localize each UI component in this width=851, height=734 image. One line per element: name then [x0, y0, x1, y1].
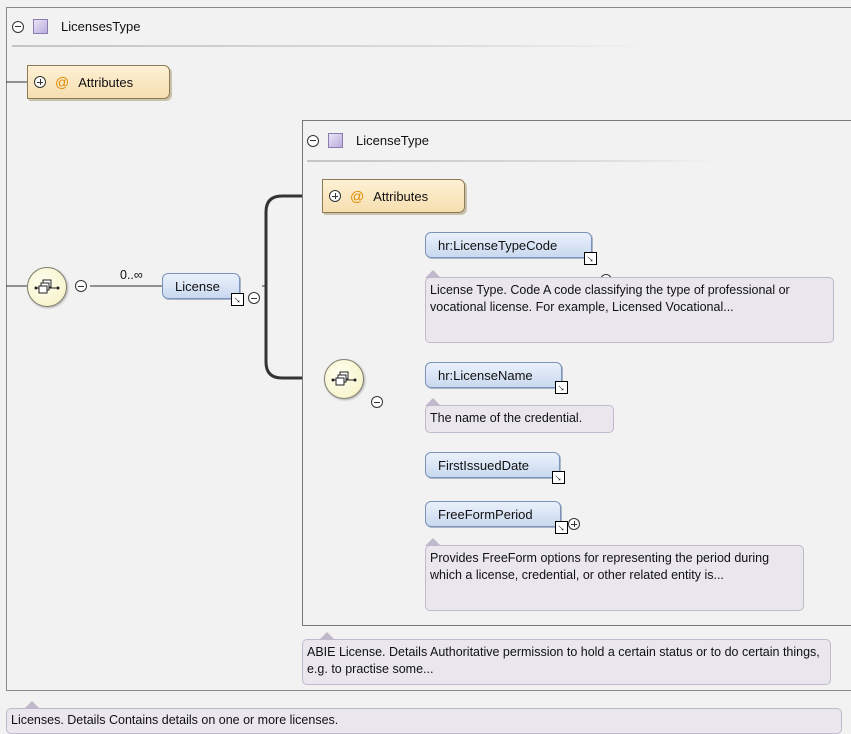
free-form-period-doc: Provides FreeForm options for representi…: [425, 545, 804, 611]
collapse-icon[interactable]: [307, 134, 319, 147]
expand-icon[interactable]: [329, 190, 341, 202]
doc-pointer: [425, 398, 441, 406]
doc-pointer: [24, 701, 40, 709]
at-sign-icon: @: [350, 188, 365, 204]
element-label: hr:LicenseTypeCode: [438, 237, 558, 253]
header-separator: [307, 160, 717, 162]
license-type-code-element[interactable]: hr:LicenseTypeCode: [425, 232, 592, 258]
attributes-label: Attributes: [373, 188, 429, 204]
sequence-glyph: [34, 279, 60, 294]
reference-arrow-icon: →: [229, 291, 246, 308]
doc-pointer: [425, 270, 441, 278]
reference-arrow-icon: →: [550, 469, 567, 486]
license-label: License: [175, 278, 220, 294]
license-name-doc: The name of the credential.: [425, 405, 614, 433]
element-label: hr:LicenseName: [438, 367, 533, 383]
license-cardinality: 0..∞: [120, 268, 143, 282]
attributes-label: Attributes: [78, 74, 134, 90]
outer-attributes-group[interactable]: @ Attributes: [27, 65, 170, 99]
collapse-icon[interactable]: [371, 396, 383, 408]
license-element[interactable]: License: [162, 273, 240, 299]
reference-arrow-icon: →: [553, 379, 570, 396]
complex-type-icon: [328, 133, 343, 148]
header-separator: [12, 45, 652, 47]
collapse-icon[interactable]: [248, 292, 260, 304]
complex-type-icon: [33, 19, 48, 34]
license-name-element[interactable]: hr:LicenseName: [425, 362, 562, 388]
collapse-icon[interactable]: [75, 280, 87, 292]
doc-text: The name of the credential.: [430, 411, 583, 425]
element-label: FreeFormPeriod: [438, 506, 533, 522]
expand-icon[interactable]: [568, 518, 580, 530]
element-label: FirstIssuedDate: [438, 457, 530, 473]
license-abie-doc: ABIE License. Details Authoritative perm…: [302, 639, 831, 685]
doc-text: Provides FreeForm options for representi…: [430, 551, 770, 582]
sequence-icon[interactable]: [27, 267, 67, 307]
doc-pointer: [425, 538, 441, 546]
free-form-period-element[interactable]: FreeFormPeriod: [425, 501, 561, 527]
reference-arrow-icon: →: [553, 519, 570, 536]
license-type-code-doc: License Type. Code A code classifying th…: [425, 277, 834, 343]
inner-attributes-group[interactable]: @ Attributes: [322, 179, 465, 213]
expand-icon[interactable]: [34, 76, 46, 88]
license-type-header: LicenseType: [307, 133, 429, 148]
doc-text: ABIE License. Details Authoritative perm…: [307, 645, 820, 676]
collapse-icon[interactable]: [12, 20, 24, 33]
license-type-title: LicenseType: [356, 133, 429, 148]
licenses-type-header: LicensesType: [12, 19, 141, 34]
first-issued-date-element[interactable]: FirstIssuedDate: [425, 452, 560, 478]
sequence-glyph: [331, 371, 357, 386]
reference-arrow-icon: →: [582, 250, 599, 267]
sequence-icon[interactable]: [324, 359, 364, 399]
at-sign-icon: @: [55, 74, 70, 90]
doc-text: Licenses. Details Contains details on on…: [11, 713, 339, 727]
licenses-type-title: LicensesType: [61, 19, 141, 34]
doc-pointer: [319, 632, 335, 640]
licenses-doc: Licenses. Details Contains details on on…: [6, 708, 842, 734]
doc-text: License Type. Code A code classifying th…: [430, 283, 790, 314]
